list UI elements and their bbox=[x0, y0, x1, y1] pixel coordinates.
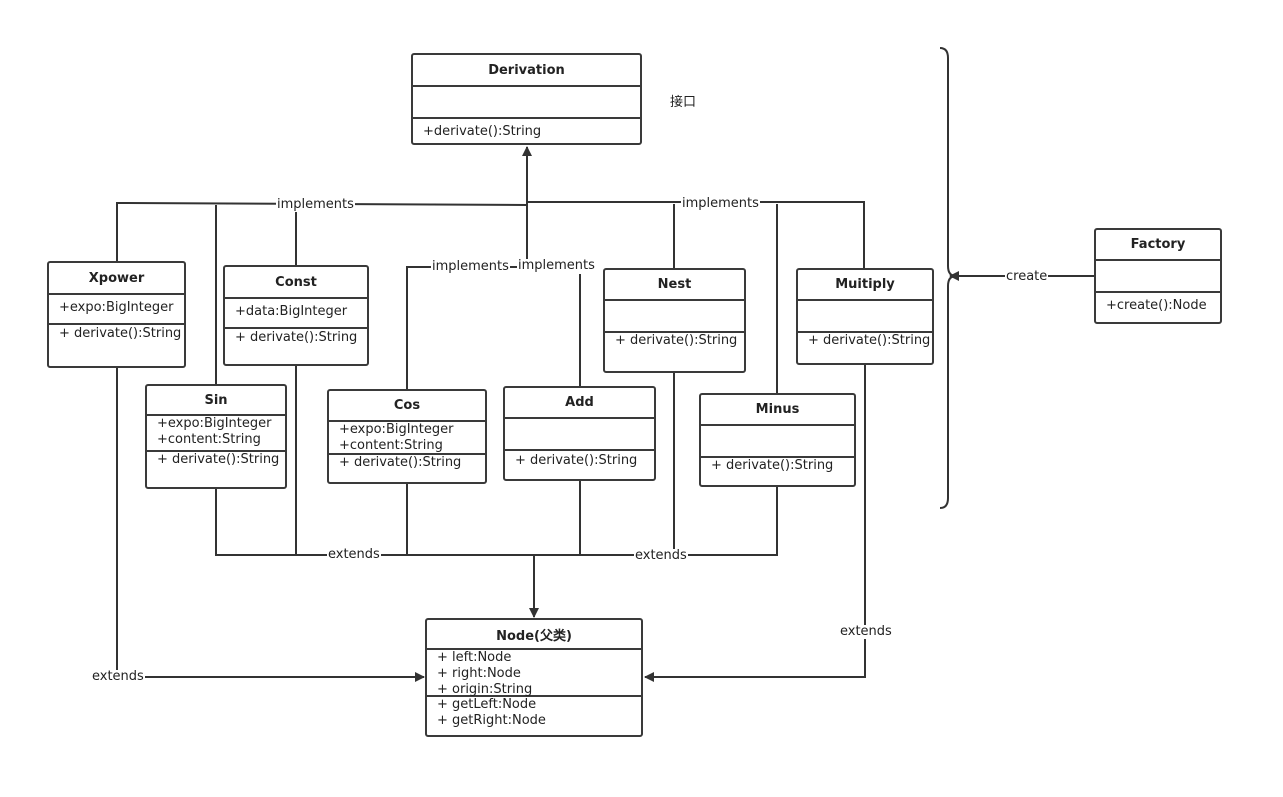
class-factory: Factory +create():Node bbox=[1094, 228, 1222, 324]
method: + derivate():String bbox=[615, 333, 738, 348]
method: +create():Node bbox=[1106, 298, 1207, 313]
method: + derivate():String bbox=[339, 455, 462, 470]
class-nest: Nest + derivate():String bbox=[603, 268, 746, 373]
label-implements-3: implements bbox=[431, 259, 510, 274]
attributes-section: + left:Node + right:Node + origin:String bbox=[427, 650, 641, 697]
class-title: Add bbox=[505, 388, 654, 419]
method: +derivate():String bbox=[423, 124, 542, 139]
attribute: + origin:String bbox=[437, 682, 533, 697]
methods-section: + getLeft:Node + getRight:Node bbox=[427, 697, 641, 731]
methods-section: + derivate():String bbox=[605, 333, 744, 351]
interface-note: 接口 bbox=[670, 95, 697, 110]
attributes-section bbox=[1096, 261, 1220, 293]
attributes-section bbox=[505, 419, 654, 451]
methods-section: + derivate():String bbox=[798, 333, 932, 351]
method: + derivate():String bbox=[711, 458, 834, 473]
method: + derivate():String bbox=[59, 326, 182, 341]
attribute: +data:BigInteger bbox=[235, 304, 348, 319]
class-title: Const bbox=[225, 267, 367, 299]
label-create: create bbox=[1005, 269, 1049, 284]
methods-section: + derivate():String bbox=[505, 451, 654, 471]
label-implements-1: implements bbox=[276, 197, 355, 212]
class-title: Minus bbox=[701, 395, 854, 426]
attribute: +expo:BigInteger bbox=[59, 300, 174, 315]
attribute: + left:Node bbox=[437, 650, 512, 665]
class-title: Sin bbox=[147, 386, 285, 416]
attribute: +expo:BigInteger bbox=[339, 422, 454, 437]
label-extends-4: extends bbox=[839, 624, 893, 639]
implements-cos bbox=[406, 266, 527, 390]
methods-section: + derivate():String bbox=[147, 452, 285, 470]
method: + derivate():String bbox=[235, 330, 358, 345]
class-title: Cos bbox=[329, 391, 485, 422]
class-const: Const +data:BigInteger + derivate():Stri… bbox=[223, 265, 369, 366]
attributes-section bbox=[605, 301, 744, 333]
attribute: +content:String bbox=[157, 432, 261, 447]
attributes-section: +data:BigInteger bbox=[225, 299, 367, 329]
class-title: Derivation bbox=[413, 55, 640, 87]
attribute: +expo:BigInteger bbox=[157, 416, 272, 431]
label-implements-2: implements bbox=[681, 196, 760, 211]
label-extends-2: extends bbox=[634, 548, 688, 563]
group-brace bbox=[939, 47, 957, 509]
methods-section: + derivate():String bbox=[225, 329, 367, 348]
class-node: Node(父类) + left:Node + right:Node + orig… bbox=[425, 618, 643, 737]
attribute: +content:String bbox=[339, 438, 443, 453]
attributes-section: +expo:BigInteger bbox=[49, 295, 184, 325]
class-add: Add + derivate():String bbox=[503, 386, 656, 481]
methods-section: +create():Node bbox=[1096, 293, 1220, 316]
class-title: Nest bbox=[605, 270, 744, 301]
methods-section: +derivate():String bbox=[413, 119, 640, 142]
attributes-section bbox=[798, 301, 932, 333]
class-cos: Cos +expo:BigInteger +content:String + d… bbox=[327, 389, 487, 484]
implements-bus-right bbox=[527, 201, 865, 268]
attributes-section bbox=[701, 426, 854, 458]
method: + getRight:Node bbox=[437, 713, 546, 728]
attribute: + right:Node bbox=[437, 666, 521, 681]
method: + derivate():String bbox=[515, 453, 638, 468]
class-title: Muitiply bbox=[798, 270, 932, 301]
label-implements-4: implements bbox=[517, 258, 596, 273]
attributes-section: +expo:BigInteger +content:String bbox=[329, 422, 485, 455]
class-sin: Sin +expo:BigInteger +content:String + d… bbox=[145, 384, 287, 489]
methods-section: + derivate():String bbox=[329, 455, 485, 473]
class-xpower: Xpower +expo:BigInteger + derivate():Str… bbox=[47, 261, 186, 368]
attributes-section: +expo:BigInteger +content:String bbox=[147, 416, 285, 452]
attributes-section bbox=[413, 87, 640, 119]
class-derivation: Derivation +derivate():String bbox=[411, 53, 642, 145]
extends-bus bbox=[215, 486, 778, 556]
class-muitiply: Muitiply + derivate():String bbox=[796, 268, 934, 365]
implements-bus-left bbox=[116, 201, 528, 262]
class-title: Xpower bbox=[49, 263, 184, 295]
methods-section: + derivate():String bbox=[49, 325, 184, 344]
method: + getLeft:Node bbox=[437, 697, 537, 712]
method: + derivate():String bbox=[157, 452, 280, 467]
extends-muitiply bbox=[644, 364, 866, 682]
methods-section: + derivate():String bbox=[701, 458, 854, 476]
class-minus: Minus + derivate():String bbox=[699, 393, 856, 487]
class-title: Node(父类) bbox=[427, 620, 641, 650]
class-title: Factory bbox=[1096, 230, 1220, 261]
label-extends-1: extends bbox=[327, 547, 381, 562]
method: + derivate():String bbox=[808, 333, 931, 348]
label-extends-3: extends bbox=[91, 669, 145, 684]
